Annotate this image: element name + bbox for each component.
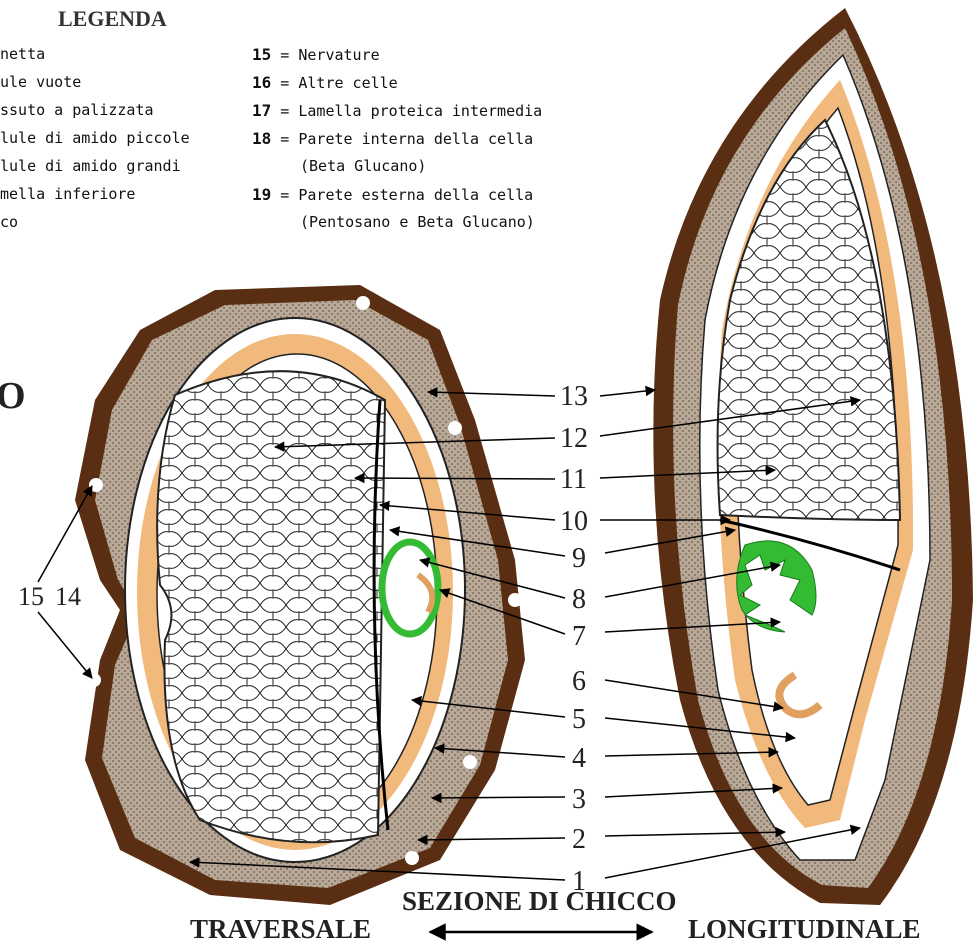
pore <box>448 421 462 435</box>
side-label-15: 15 <box>18 582 44 611</box>
cut-letter: O <box>0 375 26 417</box>
pointer <box>355 478 555 479</box>
number-label: 6 <box>572 666 586 697</box>
number-label: 11 <box>560 464 587 495</box>
number-label: 13 <box>560 381 588 412</box>
transverse-endosperm <box>157 371 385 842</box>
number-label: 7 <box>572 621 586 652</box>
number-label: 2 <box>572 824 586 855</box>
pore <box>356 296 370 310</box>
number-label: 4 <box>572 743 586 774</box>
number-label: 8 <box>572 584 586 615</box>
pointer-15 <box>38 486 92 582</box>
pointer <box>600 390 655 396</box>
transverse-section <box>75 285 525 905</box>
transverse-title: TRAVERSALE <box>190 914 371 945</box>
pore <box>463 755 477 769</box>
pointer <box>432 797 565 798</box>
number-label: 9 <box>572 543 586 574</box>
longitudinal-title: LONGITUDINALE <box>688 914 921 945</box>
number-label: 10 <box>560 506 588 537</box>
number-label: 12 <box>560 423 588 454</box>
side-label-14: 14 <box>55 582 81 611</box>
number-label: 5 <box>572 704 586 735</box>
section-title: SEZIONE DI CHICCO <box>402 886 677 917</box>
pore <box>508 593 522 607</box>
number-label: 3 <box>572 784 586 815</box>
longitudinal-section <box>653 8 973 905</box>
pointer-14 <box>38 612 92 678</box>
pore <box>89 478 103 492</box>
pore <box>405 851 419 865</box>
number-labels: 13 12 11 10 9 8 7 6 5 4 3 2 1 <box>560 381 588 897</box>
